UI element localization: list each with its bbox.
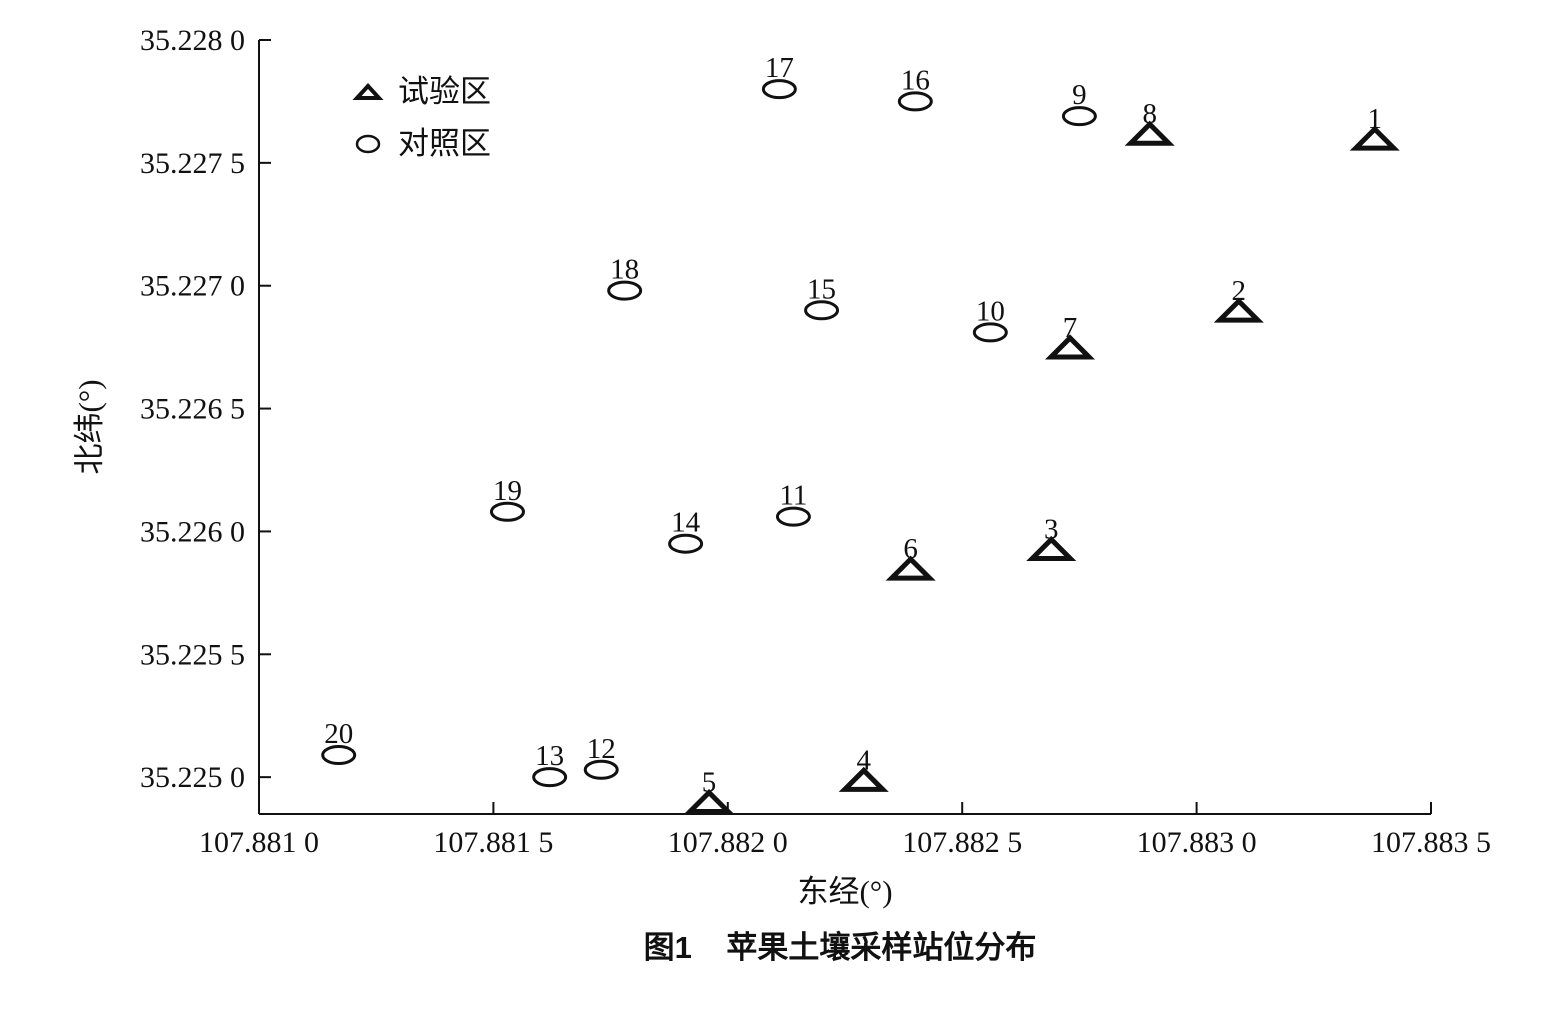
trial-site-triangle-marker — [1026, 535, 1077, 561]
control-site-ellipse-marker — [668, 533, 704, 554]
site-label: 8 — [1142, 98, 1157, 130]
control-site-ellipse-marker — [897, 91, 933, 112]
y-tick-label: 35.228 0 — [140, 24, 245, 57]
control-site-ellipse-marker — [532, 767, 568, 788]
site-label: 2 — [1232, 275, 1247, 307]
site-label: 20 — [324, 718, 353, 750]
control-site-ellipse-marker — [489, 501, 525, 522]
x-axis-title: 东经(°) — [797, 874, 892, 909]
x-ticks: 107.881 0 107.881 5 107.882 0 107.882 5 107.… — [199, 802, 1491, 859]
site-label: 13 — [535, 740, 564, 772]
site-label: 10 — [976, 295, 1005, 327]
y-tick-label: 35.225 5 — [140, 638, 245, 671]
control-site-ellipse-marker — [804, 300, 840, 321]
y-ticks: 35.228 0 35.227 5 35.227 0 35.226 5 35.226 0… — [140, 24, 271, 794]
x-tick-label: 107.881 0 — [199, 826, 319, 859]
site-label: 14 — [671, 507, 701, 539]
trial-site-triangle-marker — [1044, 334, 1096, 360]
site-label: 15 — [807, 273, 836, 305]
trial-site-triangle-marker — [684, 789, 735, 815]
site-label: 5 — [702, 767, 717, 799]
x-tick-label: 107.883 5 — [1371, 826, 1491, 859]
legend-item: 试验区 — [352, 74, 491, 109]
y-tick-label: 35.227 5 — [140, 147, 245, 180]
control-site-ellipse-marker — [321, 745, 357, 766]
control-site-ellipse-marker — [761, 79, 797, 100]
site-label: 18 — [610, 254, 639, 286]
y-tick-label: 35.227 0 — [140, 270, 245, 303]
trial-site-triangle-marker — [885, 555, 936, 581]
control-site-ellipse-marker — [607, 280, 643, 301]
trial-site-triangle-marker — [1124, 120, 1175, 146]
site-label: 4 — [857, 744, 872, 776]
figure-caption: 图1 苹果土壤采样站位分布 — [644, 930, 1037, 965]
site-label: 12 — [587, 733, 616, 765]
y-tick-label: 35.226 0 — [140, 515, 245, 548]
site-label: 1 — [1367, 103, 1382, 135]
trial-site-triangle-marker — [1349, 125, 1400, 151]
x-tick-label: 107.882 0 — [668, 826, 788, 859]
site-label: 17 — [765, 52, 794, 84]
site-label: 7 — [1063, 312, 1078, 344]
y-axis-title: 北纬(°) — [72, 379, 107, 474]
x-tick-label: 107.883 0 — [1137, 826, 1257, 859]
control-site-ellipse-marker — [583, 759, 619, 780]
control-site-ellipse-marker — [972, 322, 1008, 343]
site-label: 16 — [901, 64, 930, 96]
control-site-ellipse-marker — [775, 506, 811, 527]
site-label: 11 — [779, 480, 807, 512]
trial-site-triangle-marker — [1213, 297, 1264, 323]
legend-label: 试验区 — [398, 74, 491, 109]
y-tick-label: 35.225 0 — [140, 761, 245, 794]
x-tick-label: 107.882 5 — [902, 826, 1022, 859]
site-label: 19 — [493, 475, 522, 507]
legend-ellipse-icon — [355, 134, 381, 154]
legend-triangle-icon — [352, 83, 384, 100]
legend-label: 对照区 — [398, 126, 491, 161]
control-site-ellipse-marker — [1061, 106, 1097, 127]
axes: 107.881 0 107.881 5 107.882 0 107.882 5 107.… — [140, 24, 1491, 859]
trial-site-triangle-marker — [838, 766, 889, 792]
site-label: 6 — [903, 533, 918, 565]
site-label: 3 — [1044, 513, 1059, 545]
legend-item: 对照区 — [355, 126, 491, 161]
site-label: 9 — [1072, 79, 1087, 111]
y-tick-label: 35.226 5 — [140, 393, 245, 426]
x-tick-label: 107.881 5 — [433, 826, 553, 859]
